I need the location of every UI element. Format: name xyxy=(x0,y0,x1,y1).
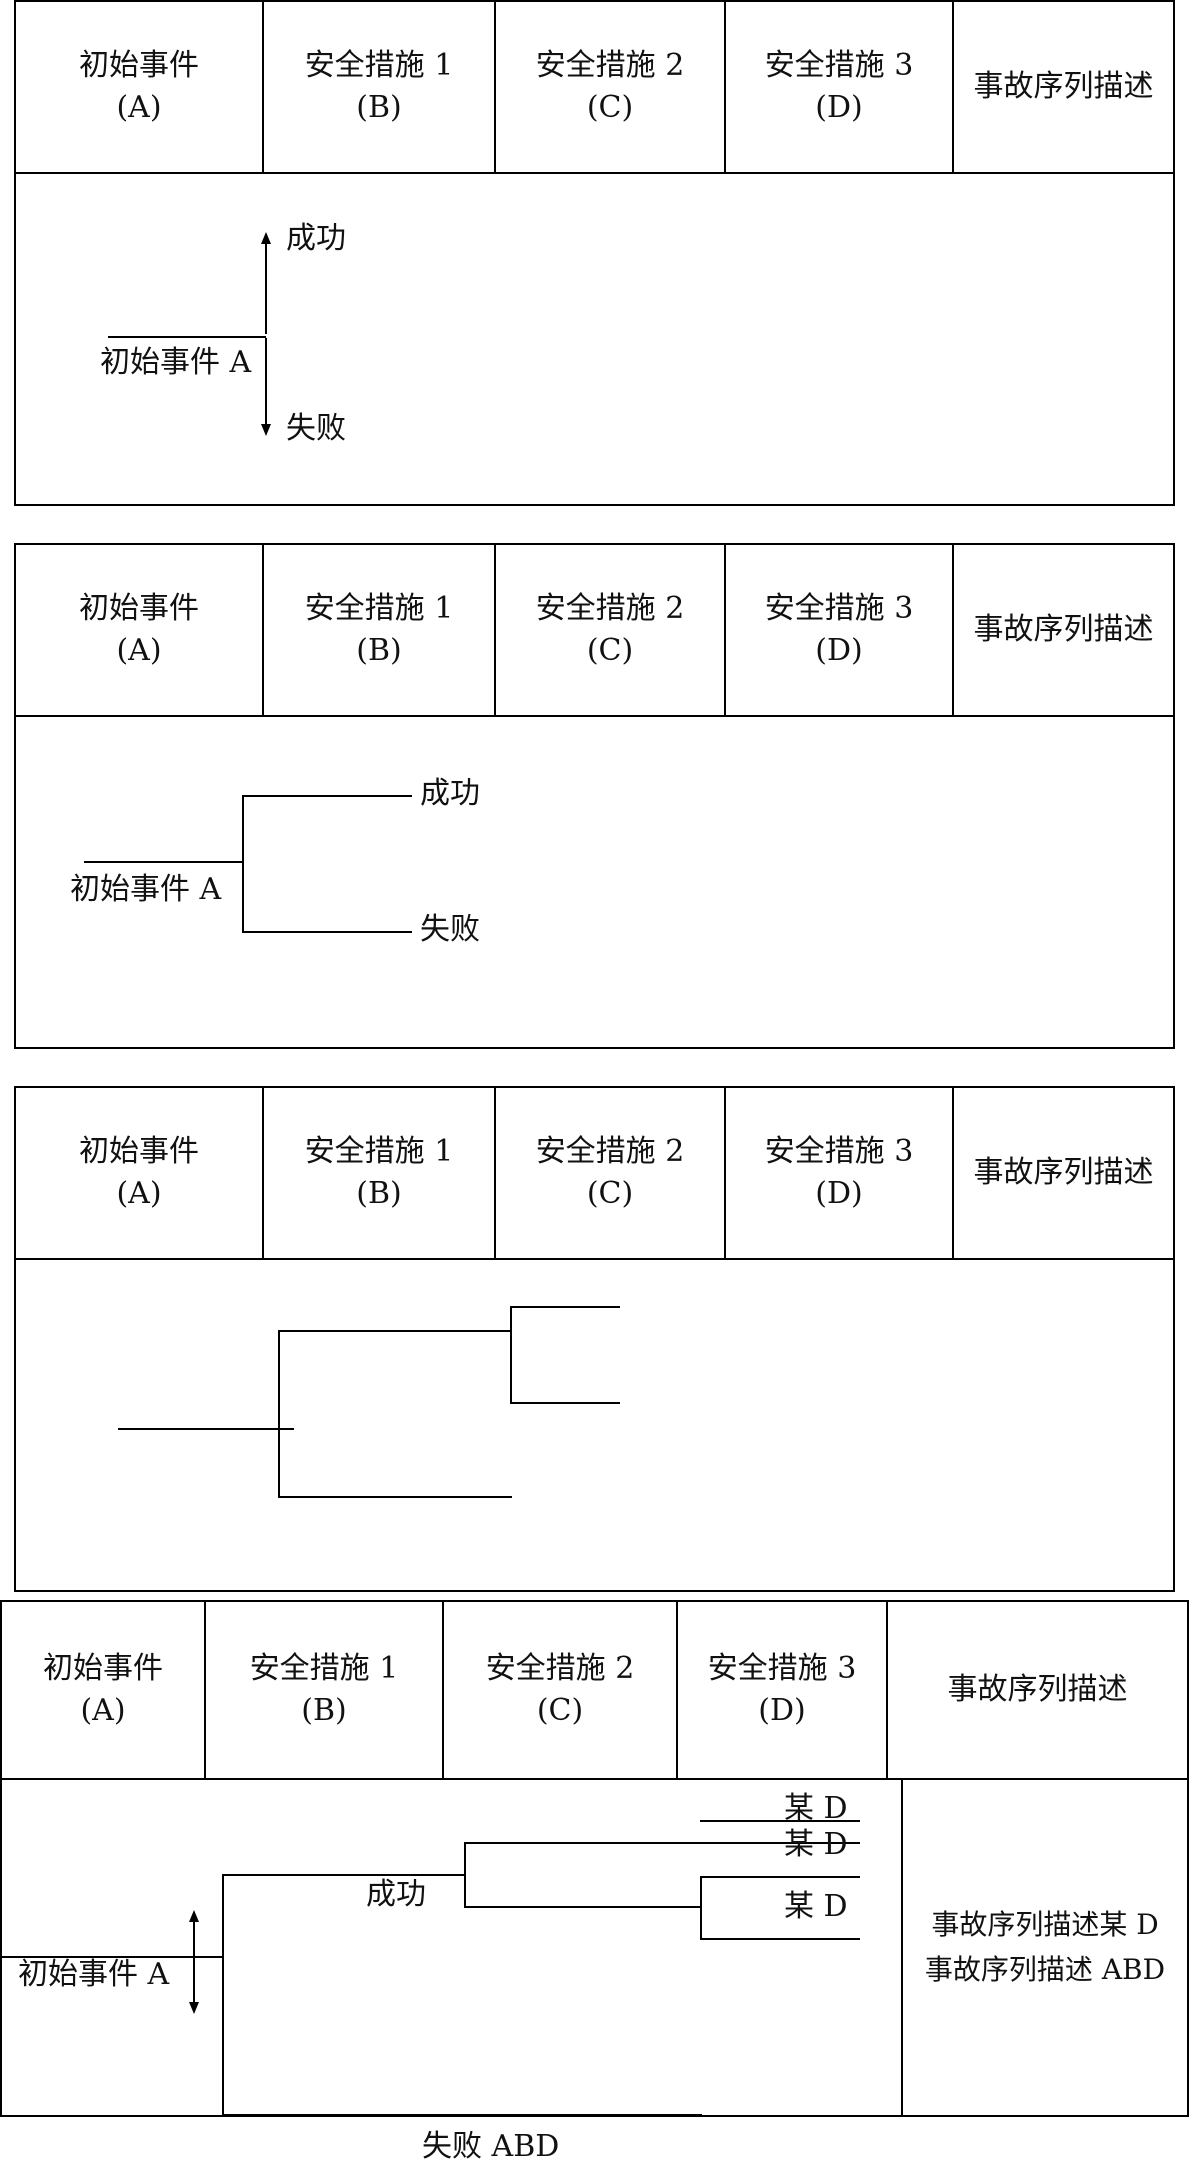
header-safety-measure-2: 安全措施 2(C) xyxy=(496,1088,726,1258)
header-safety-measure-2: 安全措施 2(C) xyxy=(496,2,726,172)
arrow-up-icon xyxy=(261,232,271,244)
header-safety-measure-3: 安全措施 3(D) xyxy=(726,1088,954,1258)
header-safety-measure-3: 安全措施 3(D) xyxy=(678,1602,888,1778)
failure-line xyxy=(222,2114,702,2116)
header-safety-measure-1: 安全措施 1(B) xyxy=(264,545,496,715)
label-initial-event: 初始事件 A xyxy=(100,345,252,380)
branch-vertical-2 xyxy=(510,1306,512,1404)
accident-sequence-description: 事故序列描述某 D 事故序列描述 ABD xyxy=(901,1780,1187,2115)
branch-vertical xyxy=(242,795,244,933)
label-success: 成功 xyxy=(286,221,346,256)
branch-vertical-1 xyxy=(278,1330,280,1498)
description-line-2: 事故序列描述 ABD xyxy=(924,1952,1166,1986)
c-upper-line xyxy=(700,1876,860,1878)
label-success: 成功 xyxy=(420,776,480,811)
header-safety-measure-3: 安全措施 3(D) xyxy=(726,545,954,715)
label-initial-event: 初始事件 A xyxy=(70,872,222,907)
header-safety-measure-1: 安全措施 1(B) xyxy=(206,1602,444,1778)
initial-event-line xyxy=(84,861,244,863)
header-initial-event: 初始事件(A) xyxy=(16,2,264,172)
arrow-down-icon xyxy=(189,2002,199,2014)
label-failure: 失败 xyxy=(420,912,480,947)
arrow-vertical xyxy=(193,1916,195,2006)
label-d-1: 某 D xyxy=(784,1791,848,1826)
event-tree-panel-2: 初始事件(A) 安全措施 1(B) 安全措施 2(C) 安全措施 3(D) 事故… xyxy=(14,543,1175,1049)
label-initial-event: 初始事件 A xyxy=(18,1957,170,1992)
event-tree-panel-1: 初始事件(A) 安全措施 1(B) 安全措施 2(C) 安全措施 3(D) 事故… xyxy=(14,0,1175,506)
branch-lower-line xyxy=(278,1496,512,1498)
arrow-up-icon xyxy=(189,1910,199,1922)
tree-area: 某 D 某 D 某 D 成功 初始事件 A 失败 ABD 事故序列描述某 D 事… xyxy=(2,1780,1187,2162)
top-d-line xyxy=(700,1820,860,1822)
label-failure: 失败 ABD xyxy=(422,2129,560,2164)
header-safety-measure-1: 安全措施 1(B) xyxy=(264,1088,496,1258)
description-line-1: 事故序列描述某 D xyxy=(931,1907,1159,1941)
event-tree-panel-4: 初始事件(A) 安全措施 1(B) 安全措施 2(C) 安全措施 3(D) 事故… xyxy=(0,1600,1189,2162)
branch-line-down xyxy=(265,338,267,428)
label-failure: 失败 xyxy=(286,411,346,446)
initial-vertical xyxy=(222,1874,224,2116)
tree-area: 成功 初始事件 A 失败 xyxy=(16,174,1173,504)
event-tree-panel-3: 初始事件(A) 安全措施 1(B) 安全措施 2(C) 安全措施 3(D) 事故… xyxy=(14,1086,1175,1592)
header-safety-measure-2: 安全措施 2(C) xyxy=(444,1602,678,1778)
header-initial-event: 初始事件(A) xyxy=(2,1602,206,1778)
c-lower-line xyxy=(700,1938,860,1940)
success-branch-line xyxy=(242,795,412,797)
table-header: 初始事件(A) 安全措施 1(B) 安全措施 2(C) 安全措施 3(D) 事故… xyxy=(2,1602,1187,1780)
b-failure-line xyxy=(464,1906,702,1908)
header-initial-event: 初始事件(A) xyxy=(16,1088,264,1258)
branch-upper-lower-line xyxy=(510,1402,620,1404)
header-accident-sequence: 事故序列描述 xyxy=(947,1672,1128,1707)
header-initial-event: 初始事件(A) xyxy=(16,545,264,715)
header-accident-sequence: 事故序列描述 xyxy=(973,69,1154,104)
tree-area: 成功 初始事件 A 失败 xyxy=(16,717,1173,1047)
table-header: 初始事件(A) 安全措施 1(B) 安全措施 2(C) 安全措施 3(D) 事故… xyxy=(16,2,1173,174)
label-d-2: 某 D xyxy=(784,1827,848,1862)
success-line xyxy=(222,1874,466,1876)
arrow-down-icon xyxy=(261,424,271,436)
failure-branch-line xyxy=(242,931,412,933)
header-accident-sequence: 事故序列描述 xyxy=(973,1155,1154,1190)
b-branch-vertical xyxy=(464,1842,466,1908)
b-success-line xyxy=(464,1842,860,1844)
tree-area xyxy=(16,1260,1173,1590)
table-header: 初始事件(A) 安全措施 1(B) 安全措施 2(C) 安全措施 3(D) 事故… xyxy=(16,545,1173,717)
branch-upper-upper-line xyxy=(510,1306,620,1308)
header-safety-measure-1: 安全措施 1(B) xyxy=(264,2,496,172)
label-success: 成功 xyxy=(366,1877,426,1912)
header-accident-sequence: 事故序列描述 xyxy=(973,612,1154,647)
initial-event-line xyxy=(108,336,266,338)
header-safety-measure-3: 安全措施 3(D) xyxy=(726,2,954,172)
header-safety-measure-2: 安全措施 2(C) xyxy=(496,545,726,715)
initial-event-line xyxy=(118,1428,294,1430)
label-d-3: 某 D xyxy=(784,1889,848,1924)
table-header: 初始事件(A) 安全措施 1(B) 安全措施 2(C) 安全措施 3(D) 事故… xyxy=(16,1088,1173,1260)
c-branch-vertical xyxy=(700,1876,702,1940)
branch-upper-line xyxy=(278,1330,510,1332)
initial-event-line xyxy=(2,1956,224,1958)
branch-line-up xyxy=(265,234,267,334)
